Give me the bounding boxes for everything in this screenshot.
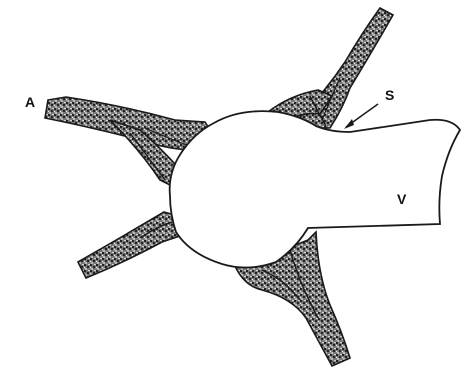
vessel-lower-left bbox=[78, 212, 180, 278]
vessel-upper-right bbox=[268, 8, 393, 128]
pointer-arrow bbox=[344, 104, 378, 129]
label-s: S bbox=[385, 88, 394, 102]
label-a: A bbox=[25, 95, 35, 109]
label-v: V bbox=[397, 192, 406, 206]
